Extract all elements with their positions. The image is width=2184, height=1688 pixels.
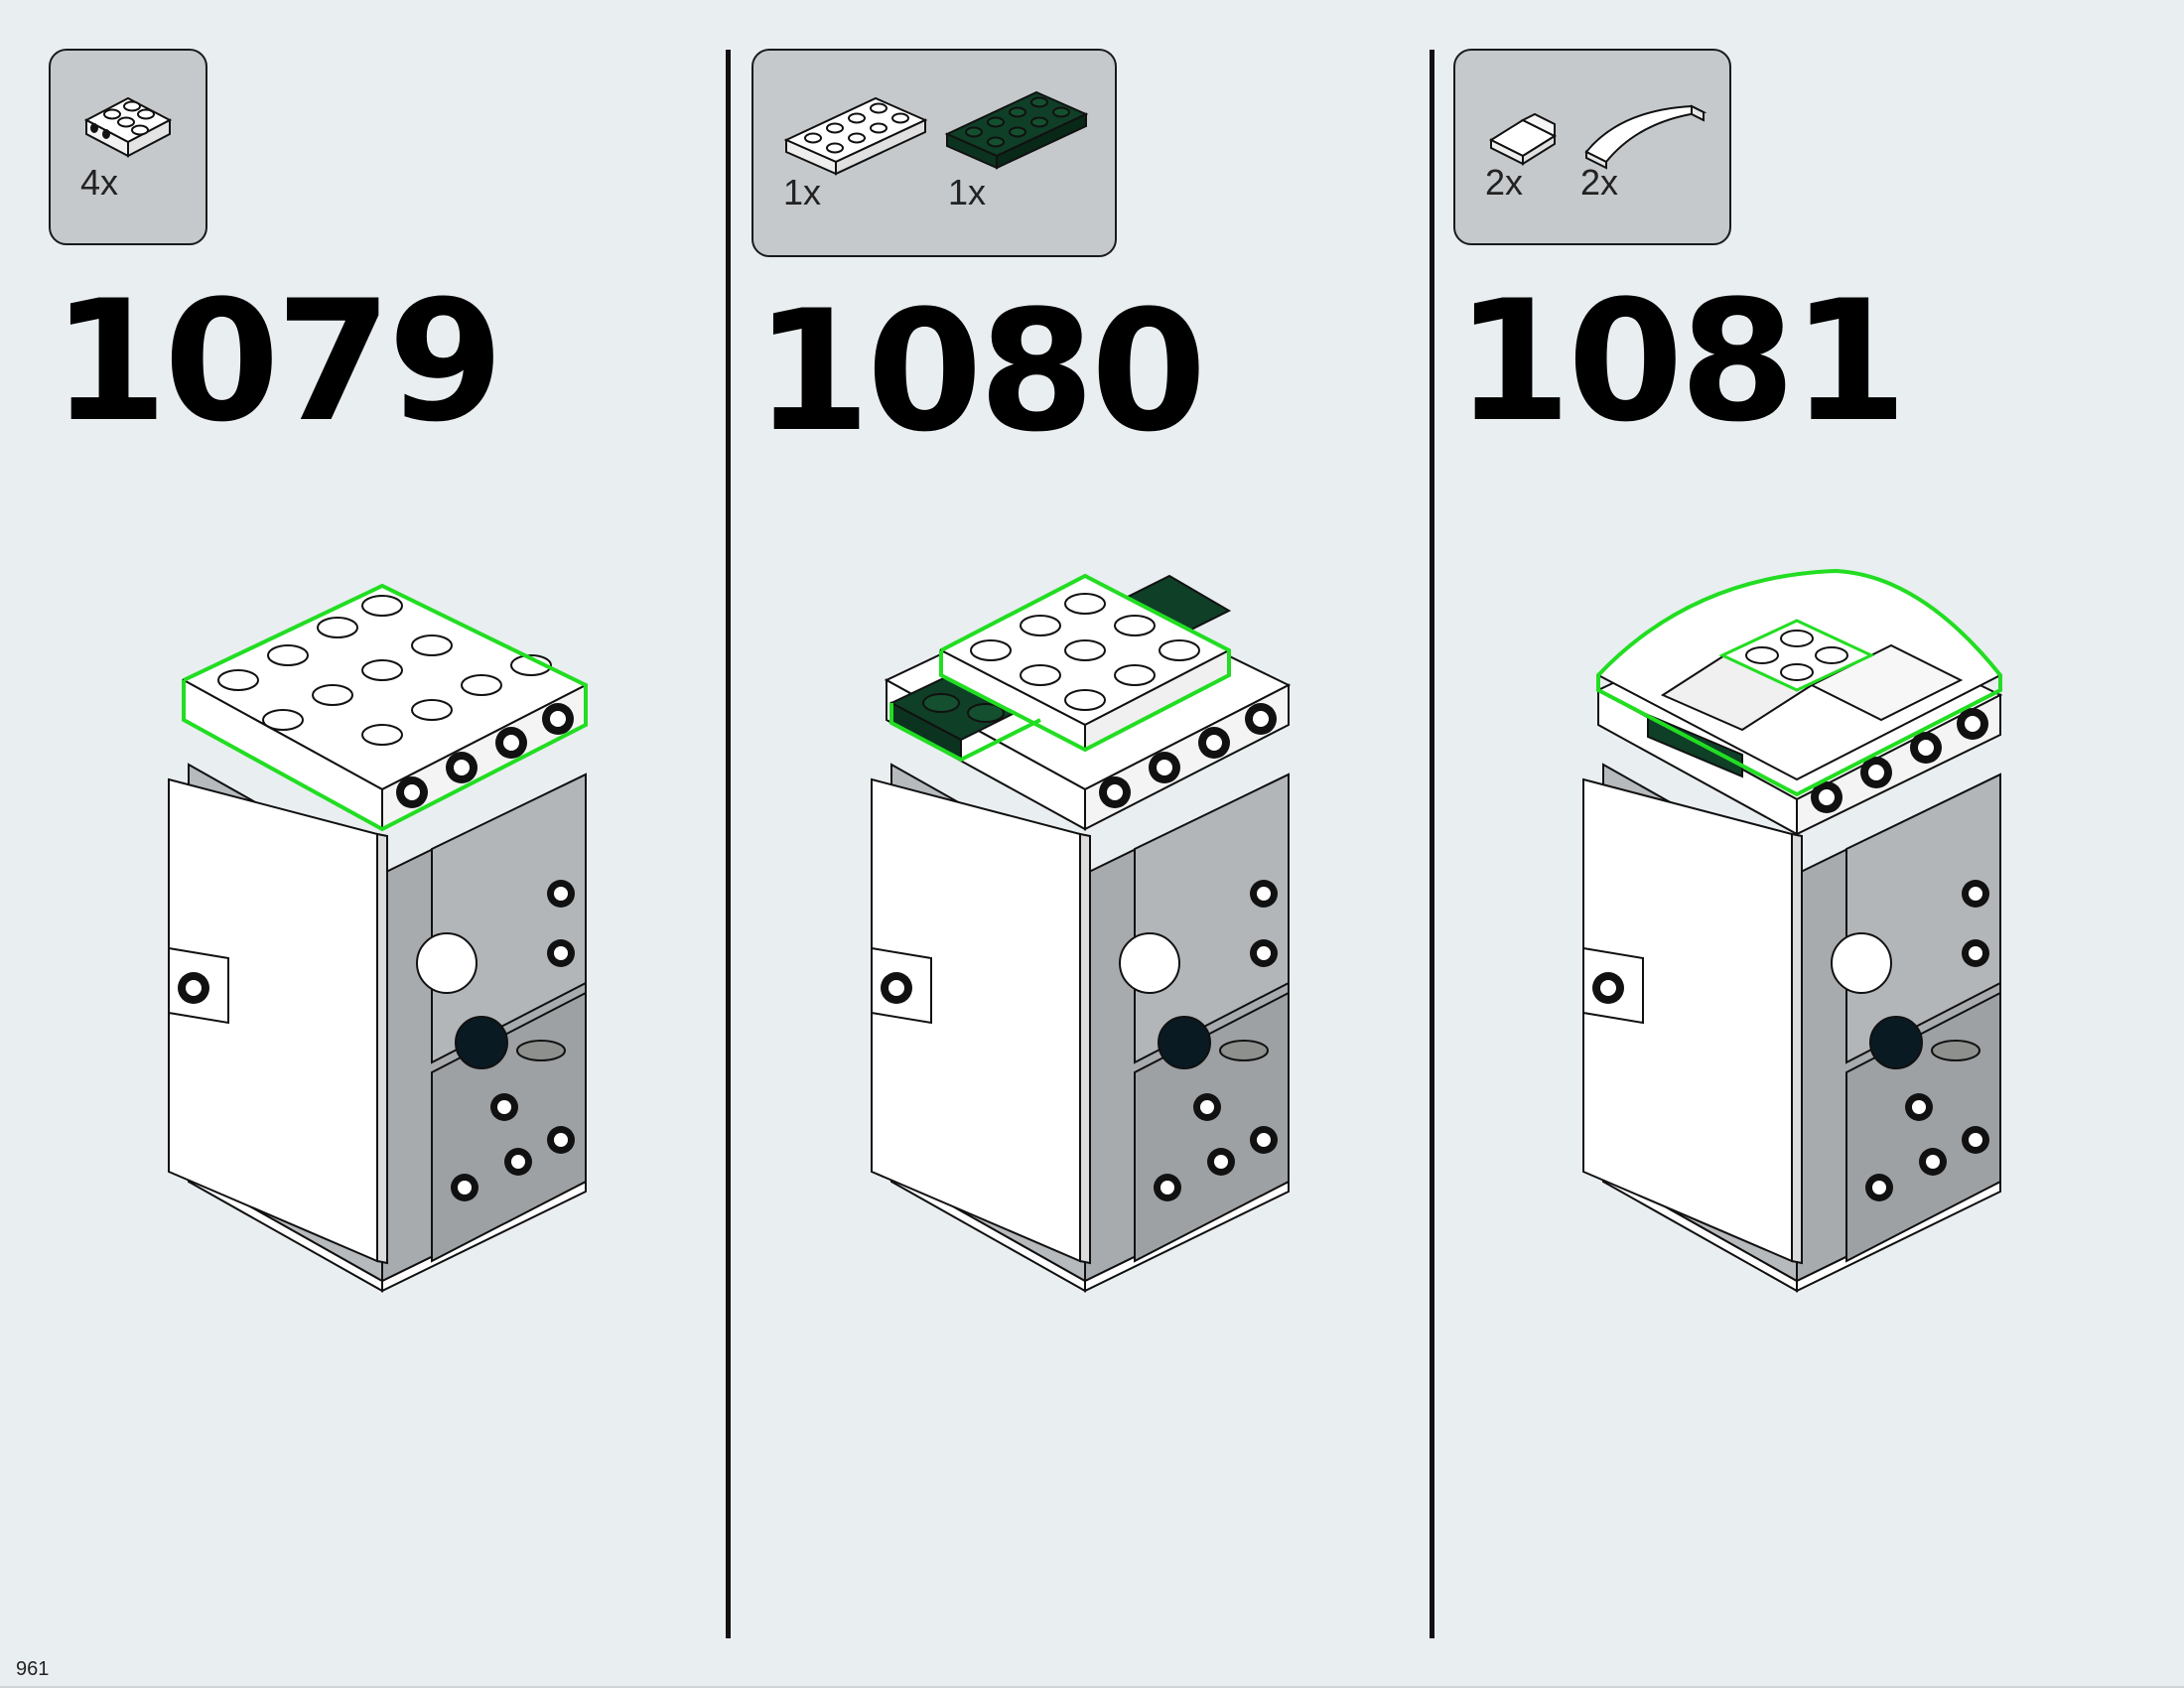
white-bracket-plate-icon bbox=[83, 96, 173, 158]
parts-callout-step-3: 2x 2x bbox=[1453, 49, 1731, 245]
parts-callout-step-2: 1x 1x bbox=[751, 49, 1117, 257]
footer-divider bbox=[0, 1686, 2184, 1688]
step-number: 1081 bbox=[1455, 264, 1908, 459]
part-quantity: 2x bbox=[1485, 162, 1524, 203]
step-number: 1080 bbox=[754, 274, 1207, 469]
parts-callout-step-1: 4x bbox=[49, 49, 207, 245]
part-quantity: 1x bbox=[783, 172, 822, 212]
white-curved-slope-icon bbox=[1584, 104, 1707, 170]
step-number: 1079 bbox=[52, 264, 504, 459]
page-number: 961 bbox=[16, 1658, 50, 1680]
part-quantity: 4x bbox=[80, 162, 119, 203]
part-quantity: 2x bbox=[1580, 162, 1619, 203]
build-model-step-2 bbox=[871, 573, 1292, 1293]
column-divider-2 bbox=[1430, 50, 1434, 1638]
column-divider-1 bbox=[726, 50, 731, 1638]
white-plate-2x4-icon bbox=[783, 96, 928, 176]
part-quantity: 1x bbox=[948, 172, 987, 212]
build-model-step-1 bbox=[168, 583, 589, 1293]
build-model-step-3 bbox=[1582, 568, 2003, 1293]
white-slope-icon bbox=[1488, 112, 1558, 166]
dark-green-plate-2x4-icon bbox=[944, 90, 1089, 170]
